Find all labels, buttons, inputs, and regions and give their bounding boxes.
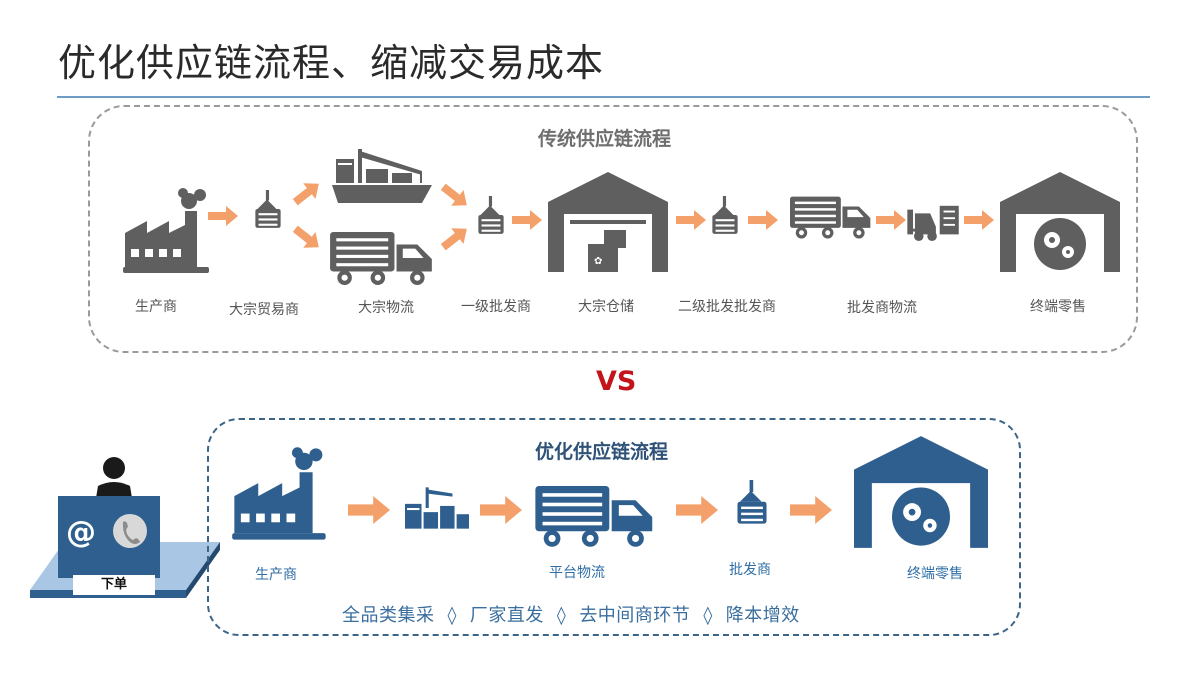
stage-label: 大宗贸易商 (229, 302, 299, 318)
arrow-icon (876, 210, 906, 230)
arrow-icon (676, 210, 706, 230)
trader-icon (255, 190, 281, 228)
storage-icon (405, 487, 469, 529)
feature-item: 厂家直发 (469, 605, 544, 626)
stage-label: 生产商 (135, 299, 177, 315)
forklift-icon (907, 205, 959, 242)
arrow-icon (348, 496, 390, 524)
stage-label: 批发商物流 (847, 300, 917, 316)
optimized-heading: 优化供应链流程 (535, 441, 669, 463)
stage-label: 批发商 (729, 562, 771, 578)
feature-separator: ◊ (556, 605, 567, 626)
platform-truck-icon (535, 486, 653, 547)
retail-store-icon (854, 436, 988, 548)
truck-icon (330, 232, 432, 285)
secondary-wholesaler-icon (712, 196, 738, 234)
stage-label: 大宗物流 (358, 300, 414, 316)
arrow-icon (208, 206, 238, 226)
warehouse-icon (548, 172, 668, 272)
arrow-icon (480, 496, 522, 524)
feature-item: 全品类集采 (342, 605, 435, 626)
arrow-icon (790, 496, 832, 524)
feature-item: 降本增效 (725, 605, 800, 626)
order-button-label[interactable]: 下单 (73, 575, 155, 595)
feature-list: 全品类集采 ◊ 厂家直发 ◊ 去中间商环节 ◊ 降本增效 (342, 601, 800, 627)
page-title: 优化供应链流程、缩减交易成本 (58, 41, 605, 85)
wholesaler-icon (478, 196, 504, 234)
delivery-truck-icon (790, 196, 871, 239)
stage-label: 生产商 (255, 567, 297, 583)
at-symbol: @ (66, 515, 96, 550)
stage-label: 一级批发商 (461, 299, 531, 315)
traditional-heading: 传统供应链流程 (538, 128, 672, 150)
traditional-flow-box (88, 105, 1138, 353)
stage-label: 二级批发批发商 (678, 299, 776, 315)
arrow-icon (748, 210, 778, 230)
factory-icon (123, 188, 209, 273)
feature-item: 去中间商环节 (579, 605, 691, 626)
arrow-icon (676, 496, 718, 524)
retail-store-icon (1000, 172, 1120, 272)
stage-label: 平台物流 (549, 565, 605, 581)
arrow-icon (964, 210, 994, 230)
stage-label: 终端零售 (1030, 299, 1086, 315)
stage-label: 终端零售 (907, 566, 963, 582)
feature-separator: ◊ (447, 605, 457, 626)
vs-label: VS (596, 366, 637, 397)
factory-icon (232, 447, 326, 540)
stage-label: 大宗仓储 (578, 299, 634, 315)
arrow-icon (512, 210, 542, 230)
title-divider (57, 96, 1150, 98)
wholesaler-icon (737, 480, 767, 524)
ship-icon (332, 149, 432, 203)
feature-separator: ◊ (703, 605, 713, 626)
optimized-flow-box (207, 418, 1021, 636)
